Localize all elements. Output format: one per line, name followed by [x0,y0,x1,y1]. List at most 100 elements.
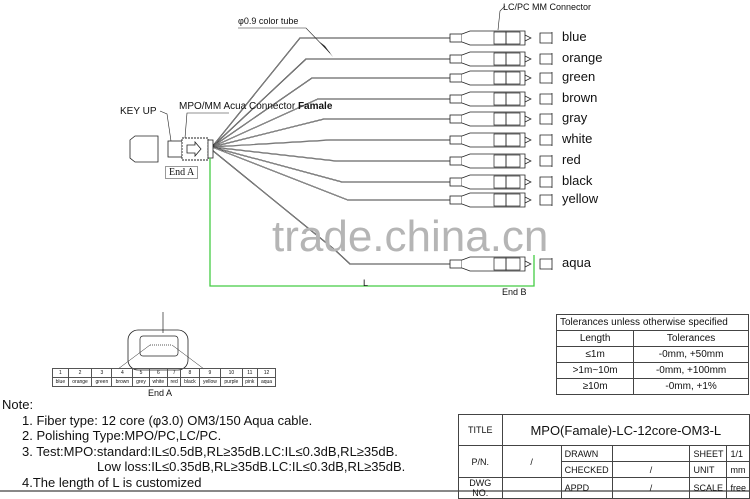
pin-number: 7 [167,368,182,378]
length-dimension-line [209,158,535,287]
pin-number: 5 [132,368,150,378]
tol-val: -0mm, +100mm [633,362,749,379]
fiber-core [211,77,450,148]
pin-color: green [91,377,113,387]
pn-value: / [501,445,562,478]
scale-label: SCALE [689,477,728,499]
lc-housing-icon [505,193,521,207]
dust-cap-icon [539,93,553,105]
pin-number: 11 [241,368,259,378]
fiber-label-gray: gray [562,110,588,125]
notes-heading: Note: [2,397,34,412]
checked-value: / [611,461,691,478]
tolerance-header: Tolerances [633,330,749,347]
lc-body-icon [461,70,526,86]
lc-housing-icon [505,52,521,66]
fiber-label-blue: blue [562,29,587,44]
dust-cap-icon [539,134,553,146]
note-4: 4.The length of L is customized [22,474,202,490]
fiber-core [211,146,450,183]
note-2: 2. Polishing Type:MPO/PC,LC/PC. [22,428,222,443]
dwg-label: DWG NO. [458,477,503,499]
pin-color: purple [220,377,243,387]
pin-color: yellow [198,377,222,387]
pin-number: 3 [91,368,113,378]
tol-len: ≥10m [555,378,635,395]
pin-color: red [167,377,182,387]
lc-boot-icon [449,94,463,104]
pin-color: grey [132,377,150,387]
length-header: Length [555,330,635,347]
fiber-label-white: white [562,131,593,146]
fiber-label-orange: orange [562,50,603,65]
fiber-core [211,37,450,148]
pin-number: 8 [180,368,200,378]
lc-boot-icon [449,156,463,166]
fiber-black [211,146,450,183]
key-up-leader [159,110,172,142]
end-b-label: End B [502,287,527,297]
color-tube-leader [238,27,331,54]
fiber-core [211,146,450,201]
mpo-leader [184,112,229,139]
mpo-key-icon [167,140,183,158]
lc-boot-icon [449,177,463,187]
tolerance-title: Tolerances unless otherwise specified [556,314,749,331]
mpo-ferrule [139,335,179,357]
watermark: trade.china.cn [272,212,549,261]
dust-cap-icon [539,72,553,84]
lc-body-icon [461,91,526,107]
fiber-core [211,58,450,148]
fiber-core [211,98,450,148]
checked-label: CHECKED [560,461,613,478]
lc-ferrule-icon [524,74,532,82]
pin-number: 4 [111,368,134,378]
lc-body-icon [461,153,526,169]
dust-cap-icon [539,194,553,206]
pin-color: pink [241,377,259,387]
lc-body-icon [461,256,526,272]
lc-boot-icon [449,135,463,145]
pin-color: orange [67,377,93,387]
fiber-white [211,139,450,148]
drawing-title: MPO(Famale)-LC-12core-OM3-L [501,414,750,446]
mpo-label-bold: Famale [297,101,333,112]
lc-body-icon [461,174,526,190]
lc-body-icon [461,132,526,148]
sheet-label: SHEET [689,445,728,462]
mpo-boot-icon [207,139,214,159]
lc-ferrule-icon [524,95,532,103]
appd-value: / [611,477,691,499]
lc-connector-label: LC/PC MM Connector [503,2,592,12]
pin-color: black [180,377,200,387]
fiber-gray [211,118,450,148]
pin-color: brown [111,377,134,387]
fiber-label-green: green [562,69,596,84]
tolerance-table: Tolerances unless otherwise specified Le… [555,314,749,395]
lc-body-icon [461,111,526,127]
fiber-core [211,149,450,265]
tol-len: ≤1m [555,346,635,363]
fiber-label-brown: brown [562,90,598,105]
lc-body-icon [461,51,526,67]
lc-ferrule-icon [524,260,532,268]
fiber-label-black: black [562,173,593,188]
mpo-label-text: MPO/MM Acua Connector [179,101,298,112]
tol-val: -0mm, +1% [633,378,749,395]
lc-ferrule-icon [524,157,532,165]
dust-cap-icon [539,53,553,65]
mpo-dust-cap-icon [129,135,159,163]
mpo-connector-label: MPO/MM Acua Connector Famale [179,101,332,112]
lc-housing-icon [505,133,521,147]
appd-label: APPD [560,477,613,499]
lc-boot-icon [449,114,463,124]
lc-ferrule-icon [524,136,532,144]
lc-housing-icon [505,31,521,45]
pin12-leader [171,344,205,370]
lc-boot-icon [449,54,463,64]
front-end-a-label: End A [148,388,173,398]
end-a-label: End A [165,166,199,179]
pin-number: 6 [148,368,169,378]
lc-housing-icon [505,92,521,106]
